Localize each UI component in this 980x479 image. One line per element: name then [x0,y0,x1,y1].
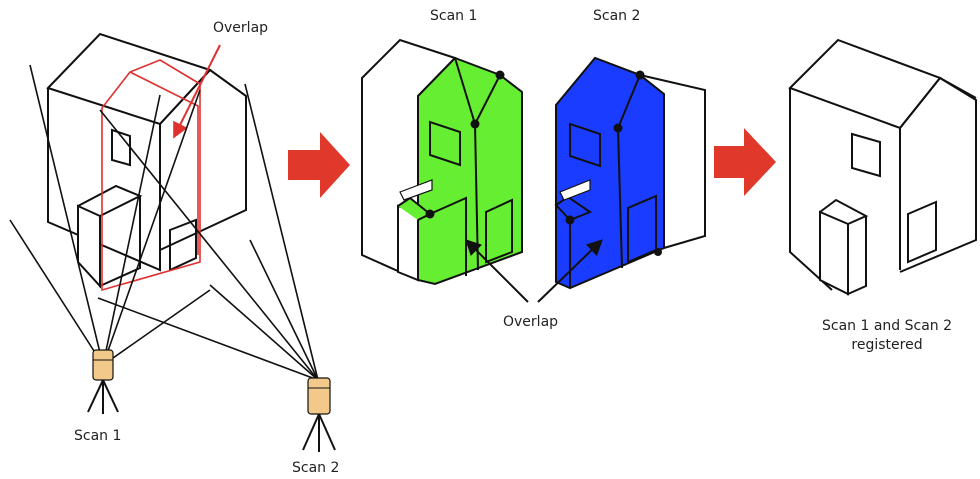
scan2-tie-points [565,70,662,256]
registered-caption-line2: registered [851,337,923,353]
scan1-rays [9,64,211,366]
overlap-arrow-right [537,239,603,303]
scan1-model [361,38,523,286]
scanner-2 [302,377,336,452]
scan2-tripod-label: Scan 2 [292,460,340,476]
scan2-label-top: Scan 2 [593,8,641,24]
left-house [46,32,247,289]
overlap-label-top: Overlap [213,20,269,36]
registered-caption-line1: Scan 1 and Scan 2 [821,318,953,334]
scan2-model [554,56,706,290]
registered-house [788,38,977,296]
stage-arrow-1 [288,132,350,198]
scan2-rays [97,83,319,381]
scan1-label-top: Scan 1 [430,8,478,24]
overlap-label-middle: Overlap [503,314,559,330]
overlap-pointer-arrow [173,44,221,139]
scan1-tie-points [425,70,505,219]
scan1-tripod-label: Scan 1 [74,428,122,444]
overlap-arrow-left [465,239,529,303]
stage-arrow-2 [714,128,776,196]
scanner-1 [87,349,119,414]
